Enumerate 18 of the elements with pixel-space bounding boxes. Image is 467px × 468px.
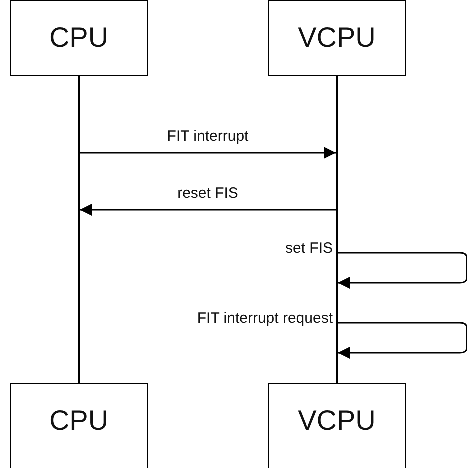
message-arrow [80,204,336,216]
message-label: reset FIS [178,185,238,204]
message-arrow [338,252,467,289]
participant-name: VCPU [298,405,376,437]
participant-box [268,383,406,468]
message-arrow [338,322,467,359]
message-label: set FIS [285,240,333,259]
message-label: FIT interrupt [167,128,249,147]
lifeline [336,76,338,383]
participant-name: CPU [49,22,109,54]
participant-name: VCPU [298,22,376,54]
participant-box [10,383,148,468]
message-label: FIT interrupt request [197,310,333,329]
message-arrow [80,147,336,159]
participant-box [10,0,148,76]
participant-box [268,0,406,76]
lifeline [78,76,80,383]
participant-name: CPU [49,405,109,437]
